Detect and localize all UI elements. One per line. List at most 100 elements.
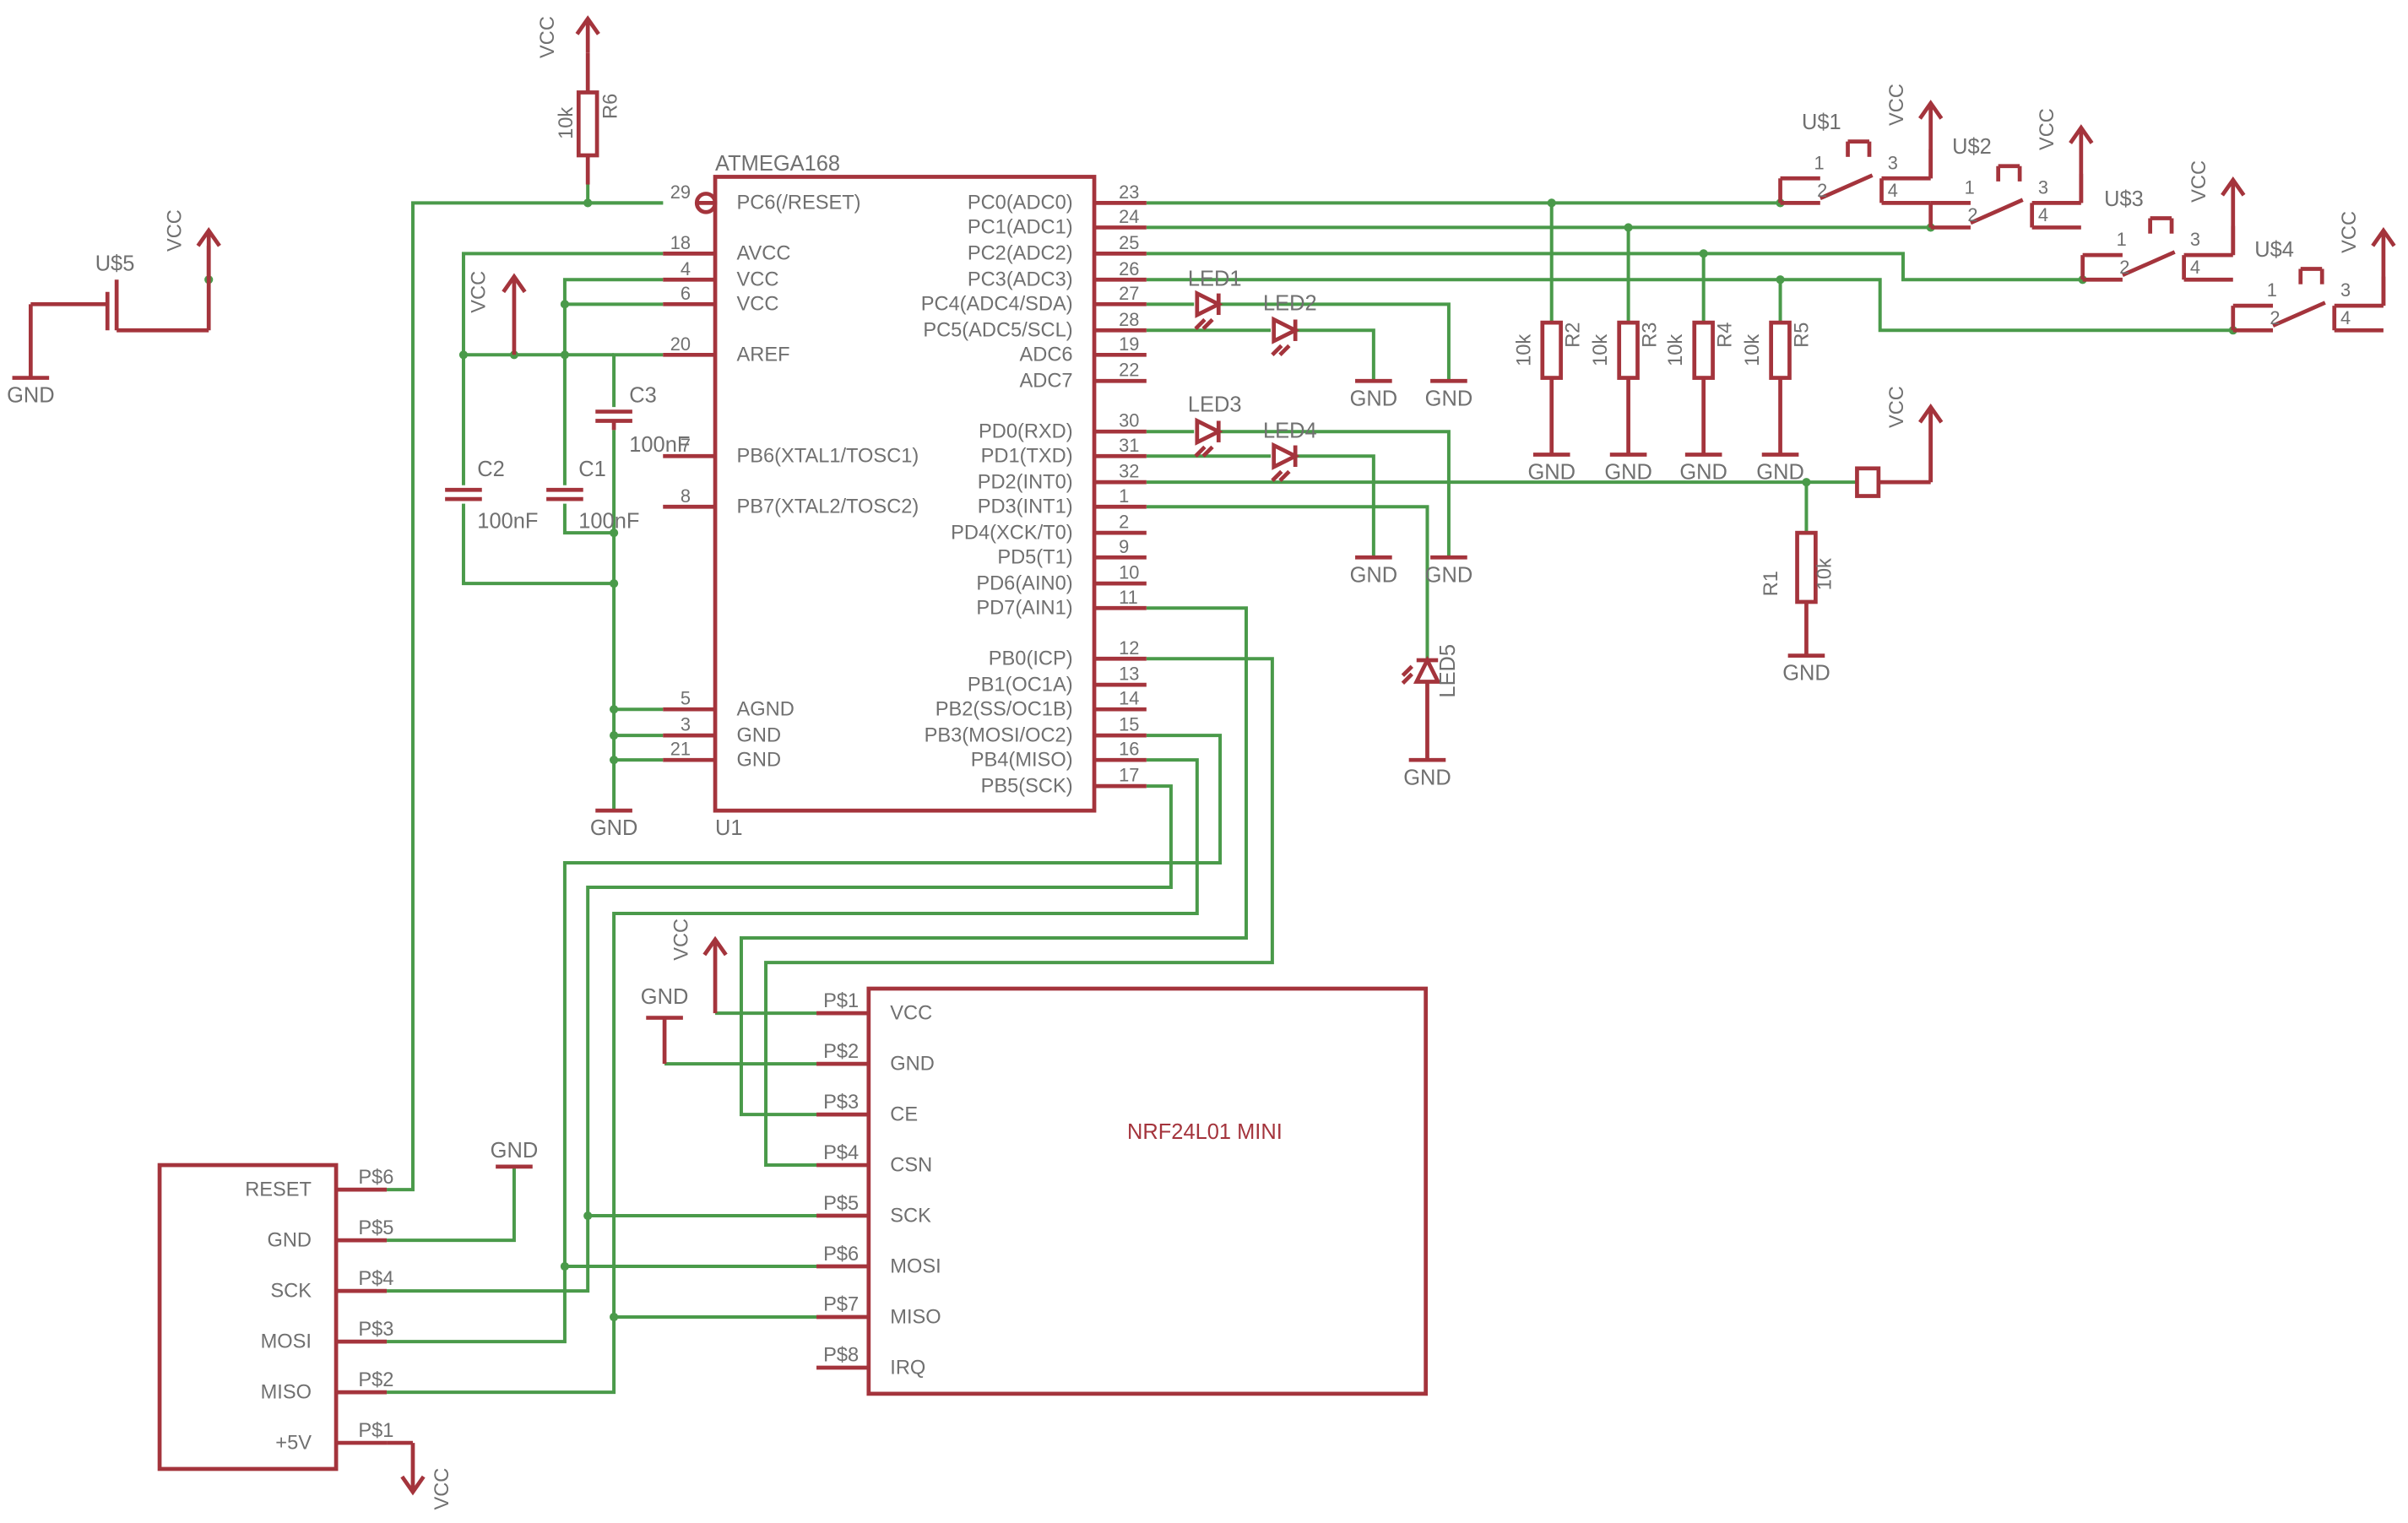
push-button-icon — [1855, 466, 1881, 498]
vcc-arrow-icon — [2221, 176, 2246, 197]
nrf-body — [866, 986, 1429, 1396]
mcu-pin-label: PB0(ICP) — [989, 648, 1073, 669]
resistor-body — [1795, 530, 1818, 604]
mcu-pin-label: PB6(XTAL1/TOSC1) — [737, 446, 919, 468]
junction-dot — [609, 1312, 619, 1322]
nrf-pin-label: SCK — [890, 1205, 931, 1227]
junction-dot — [1776, 275, 1785, 285]
text-label: 10k — [1742, 334, 1764, 366]
gnd-label: GND — [1782, 662, 1830, 686]
led-icon — [1272, 442, 1300, 470]
mcu-pin-number: 13 — [1119, 664, 1139, 685]
wire — [1296, 454, 1375, 558]
isp-pin-label: RESET — [245, 1179, 312, 1201]
mcu-pin-number: 14 — [1119, 688, 1139, 709]
text-label: 4 — [1888, 180, 1898, 201]
text-label: 4 — [2340, 307, 2351, 328]
mcu-pin-label: PD1(TXD) — [981, 446, 1073, 468]
mcu-pin-label: AGND — [737, 698, 795, 720]
isp-pin-label: MOSI — [261, 1331, 312, 1352]
mcu-pin-number: 16 — [1119, 739, 1139, 760]
led-ref: LED4 — [1263, 419, 1317, 442]
wire — [387, 1166, 516, 1243]
nrf-pin-label: MOSI — [890, 1255, 941, 1277]
text-label: VCC — [164, 209, 186, 252]
mcu-pin-number: 5 — [681, 688, 691, 709]
wire — [387, 201, 664, 1192]
mcu-pin-number: 3 — [681, 714, 691, 735]
text-label: VCC — [670, 919, 692, 961]
led-icon — [1195, 290, 1223, 318]
wire — [562, 734, 1223, 1269]
vcc-arrow-icon — [702, 935, 728, 957]
mcu-pin-number: 17 — [1119, 765, 1139, 786]
mcu-pin-number: 9 — [1119, 536, 1129, 557]
nrf-pin-pad: P$2 — [823, 1041, 859, 1063]
led-icon — [1413, 655, 1442, 684]
isp-pin-pad: P$6 — [358, 1167, 393, 1189]
resistor-body — [1617, 320, 1640, 380]
mcu-pin-number: 27 — [1119, 283, 1139, 304]
cap-ref: C3 — [629, 384, 657, 408]
wire — [562, 278, 664, 306]
text-label: 3 — [2190, 229, 2200, 250]
switch-lever — [1819, 173, 1874, 201]
mcu-pin-label: PC3(ADC3) — [968, 269, 1073, 291]
wire-layer — [387, 184, 2233, 1395]
text-label: 2 — [2270, 307, 2280, 328]
isp-body — [157, 1163, 339, 1472]
gnd-label: GND — [1679, 461, 1727, 485]
mcu-pin-number: 11 — [1119, 587, 1138, 608]
text-label: 3 — [1888, 152, 1898, 173]
led-ref: LED3 — [1188, 393, 1242, 417]
isp-pin-pad: P$2 — [358, 1369, 393, 1391]
text-label: R5 — [1791, 322, 1813, 348]
mcu-pin-label: PD3(INT1) — [978, 496, 1073, 518]
mcu-pin-number: 32 — [1119, 461, 1139, 482]
junction-dot — [458, 350, 469, 360]
mcu-pin-number: 24 — [1119, 206, 1139, 227]
led-ray — [1201, 317, 1214, 331]
text-label: VCC — [2339, 211, 2361, 253]
text-label: 1 — [2117, 229, 2127, 250]
led-ray — [1401, 672, 1413, 685]
mcu-pin-label: PD7(AIN1) — [976, 597, 1072, 619]
mcu-pin-label: GND — [737, 724, 782, 746]
nrf-pin-label: VCC — [890, 1002, 932, 1024]
gnd-label: GND — [1350, 387, 1398, 410]
junction-dot — [583, 198, 593, 208]
junction-dot — [560, 300, 570, 309]
led-ref: LED1 — [1188, 268, 1242, 291]
mcu-pin-number: 15 — [1119, 714, 1139, 735]
mcu-pin-number: 2 — [1119, 512, 1129, 533]
mcu-pin-label: GND — [737, 749, 782, 771]
mcu-pin-label: PB2(SS/OC1B) — [936, 698, 1073, 720]
wire — [562, 503, 615, 535]
mcu-pin-number: 22 — [1119, 360, 1139, 381]
led-ray — [1201, 445, 1214, 458]
text-label: VCC — [1886, 386, 1908, 428]
text-label: GND — [491, 1139, 539, 1163]
mcu-pin-label: VCC — [737, 294, 779, 316]
led-icon — [1195, 417, 1223, 446]
nrf-pin-pad: P$4 — [823, 1142, 859, 1164]
mcu-pin-label: PD6(AIN0) — [976, 572, 1072, 594]
mcu-pin-label: PD4(XCK/T0) — [951, 522, 1072, 544]
text-label: 10k — [1665, 334, 1687, 366]
mcu-ref: U1 — [715, 816, 743, 840]
mcu-pin-number: 18 — [670, 232, 691, 253]
nrf-pin-pad: P$1 — [823, 990, 859, 1012]
nrf-pin-pad: P$7 — [823, 1294, 859, 1316]
junction-dot — [1624, 223, 1633, 232]
vcc-arrow-icon — [2371, 226, 2396, 247]
led-ref: LED2 — [1263, 292, 1317, 316]
text-label: 10k — [1513, 334, 1535, 366]
wire — [1146, 252, 2083, 282]
resistor-body — [576, 90, 599, 158]
text-label: 2 — [2119, 257, 2129, 278]
text-label: VCC — [2188, 160, 2210, 203]
junction-dot — [560, 350, 570, 360]
led-ray — [1271, 344, 1283, 356]
mcu-pin-label: ADC6 — [1020, 344, 1073, 366]
